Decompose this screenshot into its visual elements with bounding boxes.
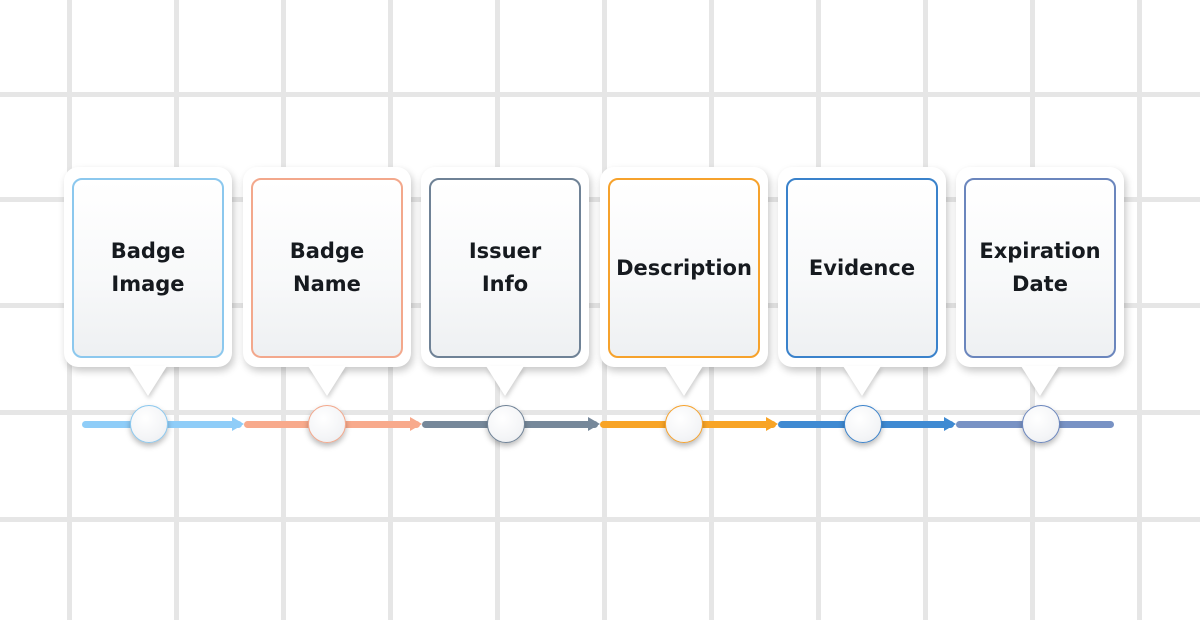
step-panel: Badge Name <box>251 178 403 358</box>
timeline-arrow-2 <box>410 417 422 431</box>
grid-line <box>0 92 1200 97</box>
callout-pointer <box>308 366 346 396</box>
step-label: Description <box>616 255 752 280</box>
step-card-badge-image: Badge Image <box>64 167 232 396</box>
callout-pointer <box>843 366 881 396</box>
step-panel: Description <box>608 178 760 358</box>
step-card-expiration-date: Expiration Date <box>956 167 1124 396</box>
timeline-node-5 <box>844 405 882 443</box>
timeline-node-2 <box>308 405 346 443</box>
callout-pointer <box>665 366 703 396</box>
step-card-evidence: Evidence <box>778 167 946 396</box>
step-card-description: Description <box>600 167 768 396</box>
timeline-node-4 <box>665 405 703 443</box>
step-label: Evidence <box>808 255 916 280</box>
timeline-arrow-1 <box>232 417 244 431</box>
grid-line <box>0 517 1200 522</box>
timeline-node-6 <box>1022 405 1060 443</box>
timeline-node-1 <box>130 405 168 443</box>
step-label: Issuer Info <box>468 239 542 296</box>
timeline-arrow-4 <box>766 417 778 431</box>
timeline-node-3 <box>487 405 525 443</box>
step-panel: Badge Image <box>72 178 224 358</box>
step-panel: Expiration Date <box>964 178 1116 358</box>
callout-pointer <box>486 366 524 396</box>
timeline-arrow-3 <box>588 417 600 431</box>
grid-line <box>0 410 1200 415</box>
step-panel: Evidence <box>786 178 938 358</box>
callout-pointer <box>129 366 167 396</box>
step-label: Expiration Date <box>979 239 1101 296</box>
timeline-arrow-5 <box>944 417 956 431</box>
grid-line <box>1137 0 1142 620</box>
step-label: Badge Image <box>110 239 186 296</box>
step-label: Badge Name <box>289 239 365 296</box>
step-card-badge-name: Badge Name <box>243 167 411 396</box>
callout-pointer <box>1021 366 1059 396</box>
step-card-issuer-info: Issuer Info <box>421 167 589 396</box>
step-panel: Issuer Info <box>429 178 581 358</box>
